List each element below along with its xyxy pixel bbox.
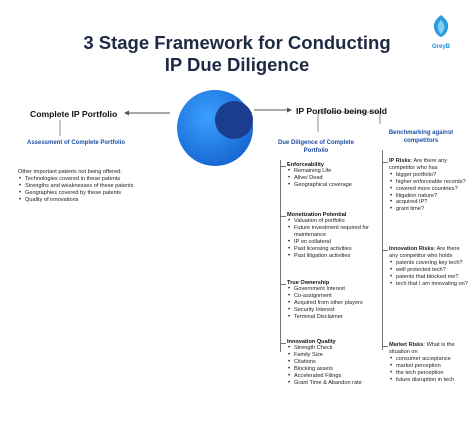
list-item: Citations (287, 359, 377, 366)
connector-tick (382, 250, 388, 251)
section-list: Strength Check Family Size Citations Blo… (287, 345, 377, 386)
risk-list: patents covering key tech? well protecte… (389, 260, 469, 288)
list-item: Strengths and weaknesses of these patent… (18, 183, 158, 190)
list-item: patents that blocked me? (389, 274, 469, 281)
risk-title: Market Risks (389, 342, 424, 348)
section-title: Enforceability (287, 162, 324, 168)
section-list: Remaining Life Alive/ Dead Geographical … (287, 168, 375, 189)
list-item: Alive/ Dead (287, 175, 375, 182)
page-title-line-1: 3 Stage Framework for Conducting (83, 32, 391, 53)
section-list: Government Interest Co-assignment Acquir… (287, 286, 379, 321)
sold-portfolio-circle (215, 101, 253, 139)
list-item: Security Interest (287, 307, 379, 314)
list-item: Accelerated Filings (287, 373, 377, 380)
list-item: Co-assignment (287, 293, 379, 300)
connector-tick (280, 166, 286, 167)
list-item: Terminal Disclaimer (287, 314, 379, 321)
list-item: Government Interest (287, 286, 379, 293)
logo-text: GreyB (431, 44, 450, 50)
connector-tick (280, 343, 286, 344)
section-title: Monetization Potential (287, 212, 347, 218)
risk-intro: Market Risks: What is the situation on (389, 342, 469, 356)
section-list: Valuation of portfolio Future investment… (287, 218, 377, 259)
connector-tick (280, 216, 286, 217)
list-item: Family Size (287, 352, 377, 359)
risk-list: bigger portfolio? higher enforceable rec… (389, 172, 469, 213)
list-item: bigger portfolio? (389, 172, 469, 179)
section-monetization: Monetization Potential Valuation of port… (287, 212, 377, 259)
list-item: market perception (389, 363, 469, 370)
section-enforceability: Enforceability Remaining Life Alive/ Dea… (287, 162, 375, 189)
list-item: Quality of innovations (18, 197, 158, 204)
list-item: consumer acceptance (389, 356, 469, 363)
list-item: Past litigation activities (287, 253, 377, 260)
logo-mark-icon (433, 15, 449, 37)
risk-list: consumer acceptance market perception th… (389, 356, 469, 384)
assessment-subheading: Assessment of Complete Portfolio (26, 140, 125, 146)
risk-title: IP Risks (389, 158, 411, 164)
list-item: grant time? (389, 206, 469, 213)
list-item: future disruption in tech (389, 377, 469, 384)
list-item: Acquired from other players (287, 300, 379, 307)
market-risks-block: Market Risks: What is the situation on c… (389, 342, 469, 383)
connector-tick (280, 284, 286, 285)
middle-connector-line (280, 160, 281, 352)
section-innovation-quality: Innovation Quality Strength Check Family… (287, 339, 377, 386)
due-diligence-subheading: Due Diligence of Complete Portfolio (277, 140, 354, 154)
page-title-line-2: IP Due Diligence (164, 54, 310, 75)
section-title: Innovation Quality (287, 339, 336, 345)
list-item: IP on collateral (287, 239, 377, 246)
risk-title: Innovation Risks (389, 246, 434, 252)
list-item: patents covering key tech? (389, 260, 469, 267)
sold-portfolio-heading: IP Portfolio being sold (296, 106, 388, 116)
section-title: True Ownership (287, 280, 330, 286)
list-item: Technologies covered in these patents (18, 176, 158, 183)
list-item: well protected tech? (389, 267, 469, 274)
ip-risks-block: IP Risks: Are there any competitor who h… (389, 158, 469, 213)
benchmarking-heading: Benchmarking against competitors (388, 130, 454, 144)
list-item: Geographical coverage (287, 182, 375, 189)
complete-portfolio-list: Technologies covered in these patents St… (18, 176, 158, 204)
complete-portfolio-heading: Complete IP Portfolio (30, 109, 118, 119)
list-item: litigation nature? (389, 193, 469, 200)
list-item: Blocking assets (287, 366, 377, 373)
list-item: Strength Check (287, 345, 377, 352)
list-item: the tech perception (389, 370, 469, 377)
list-item: Remaining Life (287, 168, 375, 175)
risk-intro: Innovation Risks: Are there any competit… (389, 246, 469, 260)
list-item: Grant Time & Abandon rate (287, 380, 377, 387)
list-item: Past licensing activities (287, 246, 377, 253)
list-item: Future investment required for maintenan… (287, 225, 377, 239)
section-true-ownership: True Ownership Government Interest Co-as… (287, 280, 379, 321)
risk-text: : Are there any competitor who holds (389, 246, 460, 259)
list-item: acquired IP? (389, 199, 469, 206)
risk-text: : What is the situation on (389, 342, 455, 355)
greyb-logo: GreyB (424, 14, 458, 50)
risk-text: : Are there any competitor who has (389, 158, 448, 171)
portfolio-venn-graphic (177, 90, 253, 166)
list-item: tech that I am innovating on? (389, 281, 469, 288)
list-item: higher enforceable records? (389, 179, 469, 186)
complete-intro-text: Other important patents not being offere… (18, 169, 122, 175)
innovation-risks-block: Innovation Risks: Are there any competit… (389, 246, 469, 287)
connector-tick (382, 162, 388, 163)
list-item: covered more countries? (389, 186, 469, 193)
risk-intro: IP Risks: Are there any competitor who h… (389, 158, 469, 172)
connector-tick (382, 346, 388, 347)
list-item: Geographies covered by these patents (18, 190, 158, 197)
list-item: Valuation of portfolio (287, 218, 377, 225)
